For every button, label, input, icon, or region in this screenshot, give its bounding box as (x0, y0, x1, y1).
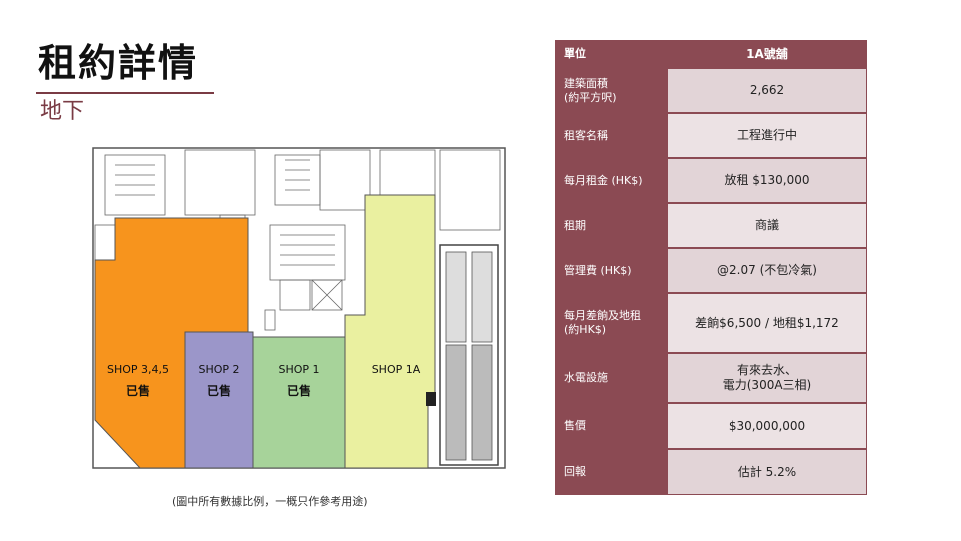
disclaimer-caption: (圖中所有數據比例，一概只作參考用途) (172, 495, 368, 508)
row-value: 有來去水、 電力(300A三相) (668, 354, 866, 402)
shop-3-4-5-status: 已售 (126, 383, 150, 398)
row-value: @2.07 (不包冷氣) (668, 249, 866, 292)
shop-1a-label: SHOP 1A (372, 363, 421, 376)
table-row: 每月差餉及地租 (約HK$) 差餉$6,500 / 地租$1,172 (555, 293, 867, 353)
table-header-row: 單位 1A號舖 (555, 40, 867, 68)
shop-1-label: SHOP 1 (278, 363, 319, 376)
table-row: 回報 估計 5.2% (555, 449, 867, 495)
row-value: 2,662 (668, 69, 866, 112)
lease-details-table: 單位 1A號舖 建築面積 (約平方呎) 2,662 租客名稱 工程進行中 每月租… (555, 40, 867, 495)
shop-2-label: SHOP 2 (198, 363, 239, 376)
table-row: 租期 商議 (555, 203, 867, 248)
title-underline (36, 92, 214, 94)
row-label: 租期 (564, 218, 586, 232)
row-value: 商議 (668, 204, 866, 247)
row-label: 建築面積 (約平方呎) (564, 76, 617, 104)
shop-3-4-5-label: SHOP 3,4,5 (107, 363, 169, 376)
row-label: 每月差餉及地租 (約HK$) (564, 309, 641, 336)
page-subtitle: 地下 (40, 99, 85, 124)
shop-2-area (184, 331, 254, 469)
shop-1-area (252, 336, 346, 469)
floor-plan: SHOP 3,4,5 已售 SHOP 2 已售 SHOP 1 已售 SHOP 1… (92, 147, 506, 469)
row-label: 售價 (564, 419, 586, 432)
shop-1-status: 已售 (287, 383, 311, 398)
table-row: 租客名稱 工程進行中 (555, 113, 867, 158)
row-value: 估計 5.2% (668, 450, 866, 494)
row-label: 管理費 (HK$) (564, 263, 632, 277)
table-row: 建築面積 (約平方呎) 2,662 (555, 68, 867, 113)
row-value: $30,000,000 (668, 404, 866, 448)
header-label: 單位 (564, 47, 586, 60)
table-row: 售價 $30,000,000 (555, 403, 867, 449)
row-value: 工程進行中 (668, 114, 866, 157)
row-label: 租客名稱 (564, 128, 608, 142)
row-label: 回報 (564, 465, 586, 478)
page-title: 租約詳情 (38, 41, 199, 85)
header-value: 1A號舖 (746, 46, 788, 61)
row-value: 差餉$6,500 / 地租$1,172 (668, 294, 866, 352)
row-label: 每月租金 (HK$) (564, 173, 643, 187)
row-value: 放租 $130,000 (668, 159, 866, 202)
table-row: 水電設施 有來去水、 電力(300A三相) (555, 353, 867, 403)
column-block (426, 392, 436, 406)
escalator (439, 244, 499, 466)
shop-2-status: 已售 (207, 383, 231, 398)
row-label: 水電設施 (564, 371, 608, 384)
service-areas (94, 149, 501, 331)
table-row: 每月租金 (HK$) 放租 $130,000 (555, 158, 867, 203)
table-row: 管理費 (HK$) @2.07 (不包冷氣) (555, 248, 867, 293)
